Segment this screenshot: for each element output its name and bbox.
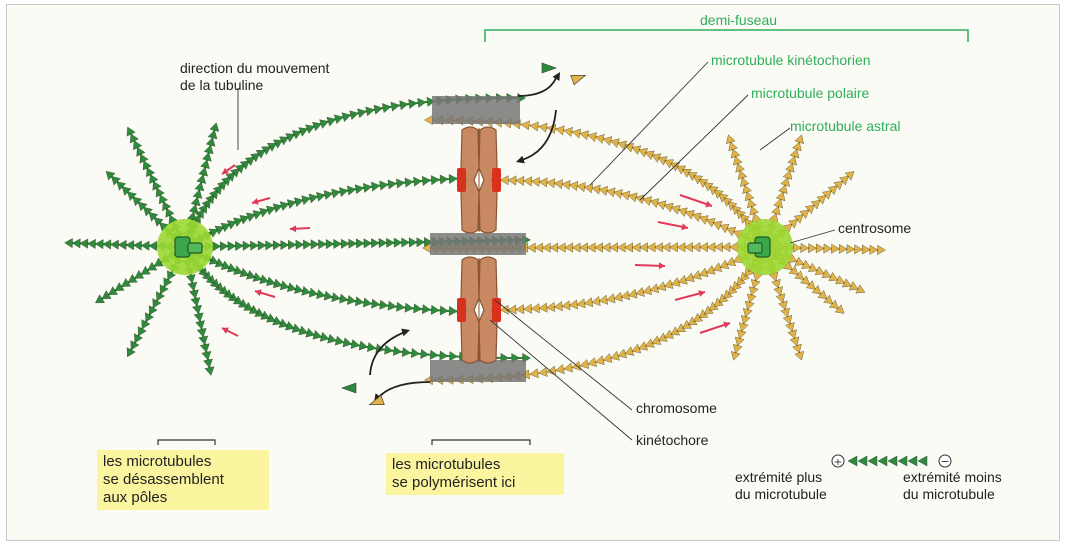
chromosome-label: chromosome — [636, 400, 717, 417]
plus-symbol: + — [834, 457, 842, 468]
tubulin-direction-arrow — [700, 322, 730, 333]
half-spindle-label: demi-fuseau — [700, 12, 777, 29]
tubulin-direction-arrow — [675, 290, 705, 300]
tubulin-direction-label: direction du mouvement de la tubuline — [180, 60, 329, 94]
kinetochore-microtubule — [485, 242, 770, 315]
free-tubulin-dimer — [571, 71, 588, 85]
chromosome — [457, 257, 501, 363]
tubulin-direction-arrow — [255, 289, 275, 297]
tubulin-direction-arrow — [290, 225, 310, 232]
free-tubulin-dimer — [542, 63, 556, 73]
microtubule-core — [490, 180, 765, 247]
overlap-bracket — [432, 440, 530, 445]
arrow-curve — [518, 78, 556, 96]
centrosome-label: centrosome — [838, 220, 911, 237]
kinetochore — [457, 168, 466, 192]
arrow-head — [553, 72, 560, 81]
subunit-flow-arrow — [518, 72, 560, 96]
chromosome — [457, 127, 501, 233]
centriole — [748, 243, 762, 253]
legend-microtubule: +− — [832, 455, 951, 468]
arrow-curve — [378, 382, 430, 398]
kinetochore — [492, 168, 501, 192]
leader-line — [790, 230, 835, 243]
minus-symbol: − — [940, 455, 949, 468]
half-spindle-bracket — [485, 30, 968, 42]
leader-line — [590, 62, 708, 185]
centrosome — [737, 219, 793, 275]
tubulin-subunits — [485, 242, 770, 315]
overlap-zone — [432, 96, 520, 124]
minus-end-legend: extrémité moins du microtubule — [903, 469, 1002, 503]
arrow-head — [516, 156, 525, 164]
centrosome — [157, 219, 213, 275]
tubulin-direction-arrow — [222, 328, 238, 336]
plus-end-legend: extrémité plus du microtubule — [735, 469, 827, 503]
overlap-zone — [430, 233, 526, 255]
kinetochore-microtubule-label: microtubule kinétochorien — [711, 52, 871, 69]
overlap-zone — [430, 360, 526, 382]
polymerization-note: les microtubules se polymérisent ici — [386, 453, 564, 495]
arrow-curve — [370, 332, 405, 375]
arrow-head — [698, 290, 705, 297]
leader-line — [760, 128, 790, 150]
astral-microtubule-label: microtubule astral — [790, 118, 901, 135]
kinetochore — [457, 298, 466, 322]
kinetochore-label: kinétochore — [636, 432, 708, 449]
arrow-head — [659, 262, 665, 269]
leader-line — [495, 300, 632, 410]
arrow-head — [401, 329, 410, 337]
centriole — [188, 243, 202, 253]
polar-microtubule-label: microtubule polaire — [751, 85, 869, 102]
tubulin-direction-arrow — [658, 222, 688, 230]
tubulin-direction-arrow — [680, 195, 712, 207]
depolymerization-note: les microtubules se désassemblent aux pô… — [97, 450, 269, 510]
microtubule-core — [185, 178, 470, 247]
arrow-head — [290, 225, 296, 232]
tubulin-subunits — [848, 456, 927, 466]
tubulin-direction-arrow — [635, 262, 665, 269]
free-tubulin-dimer — [342, 383, 356, 393]
tubulin-direction-arrow — [252, 198, 270, 205]
arrow-curve — [522, 110, 556, 160]
microtubule-core — [185, 247, 470, 312]
subunit-flow-arrow — [516, 110, 556, 163]
pole-bracket — [158, 440, 215, 445]
